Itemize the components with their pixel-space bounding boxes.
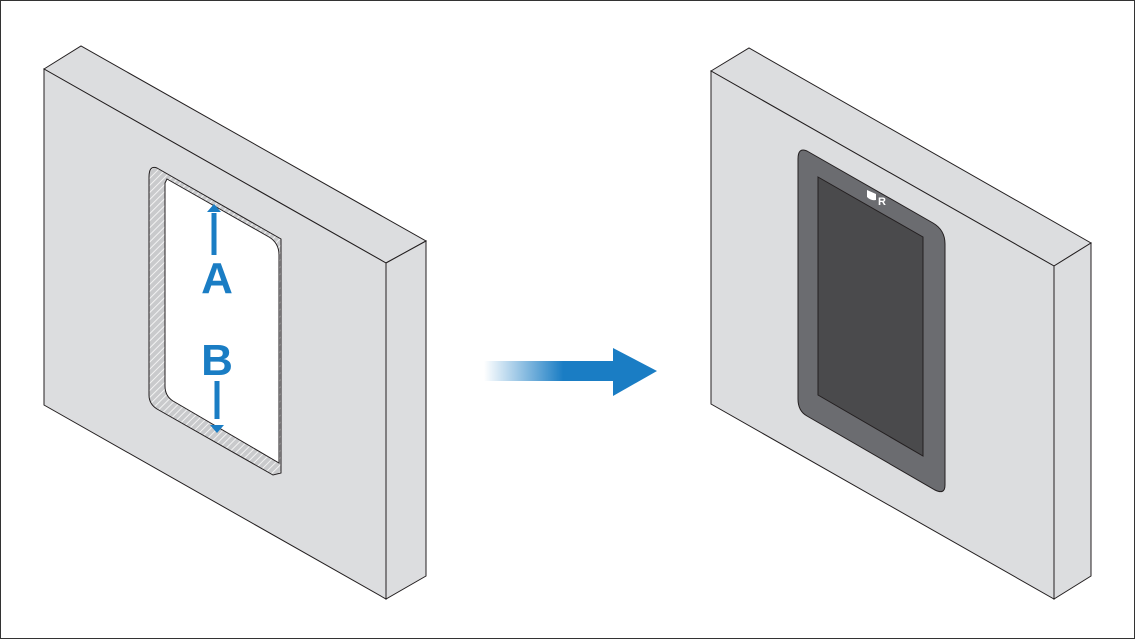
dimension-a: A [201, 204, 233, 303]
wall-with-cutout: A B [43, 45, 428, 600]
display-screen [817, 176, 924, 457]
dimension-label-b: B [201, 336, 233, 385]
transition-arrow-icon [484, 348, 657, 396]
dimension-label-a: A [201, 254, 233, 303]
wall-side-face [385, 240, 427, 600]
wall-side-face [1053, 242, 1092, 600]
cutout-opening [164, 178, 280, 464]
arrow-down-icon [210, 425, 224, 433]
dimension-b: B [201, 336, 233, 433]
wall-with-display: R [710, 47, 1092, 600]
arrow-up-icon [207, 204, 221, 212]
brand-logo: R [867, 190, 886, 208]
brand-logo-text: R [878, 196, 886, 208]
